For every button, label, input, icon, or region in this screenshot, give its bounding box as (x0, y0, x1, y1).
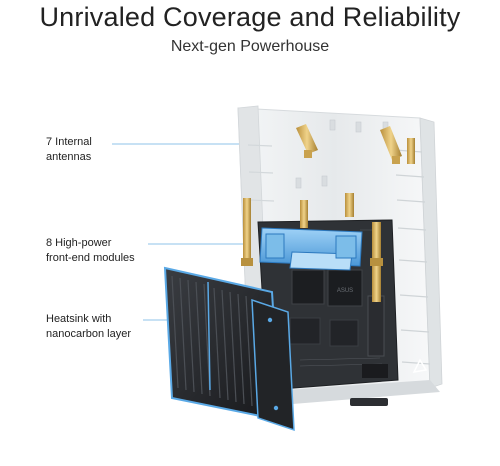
antenna-4 (345, 193, 354, 217)
antenna-5 (300, 200, 308, 228)
callout-heatsink-label: Heatsink with nanocarbon layer (46, 313, 132, 340)
svg-text:ASUS: ASUS (337, 288, 353, 294)
front-end-modules (259, 227, 363, 271)
callout-front-end-modules-label: 8 High-power front-end modules (46, 237, 135, 264)
internal-antennas (241, 124, 415, 302)
antenna-7 (370, 222, 383, 302)
antenna-1 (296, 124, 318, 158)
antenna-3 (407, 138, 415, 164)
antenna-2 (380, 126, 402, 164)
heatsink (163, 266, 295, 432)
router-foot (350, 398, 388, 406)
antenna-6 (241, 198, 253, 266)
page-title: Unrivaled Coverage and Reliability (39, 2, 461, 32)
page-subtitle: Next-gen Powerhouse (170, 38, 330, 55)
callout-antennas-label: 7 Internal antennas (46, 136, 92, 163)
